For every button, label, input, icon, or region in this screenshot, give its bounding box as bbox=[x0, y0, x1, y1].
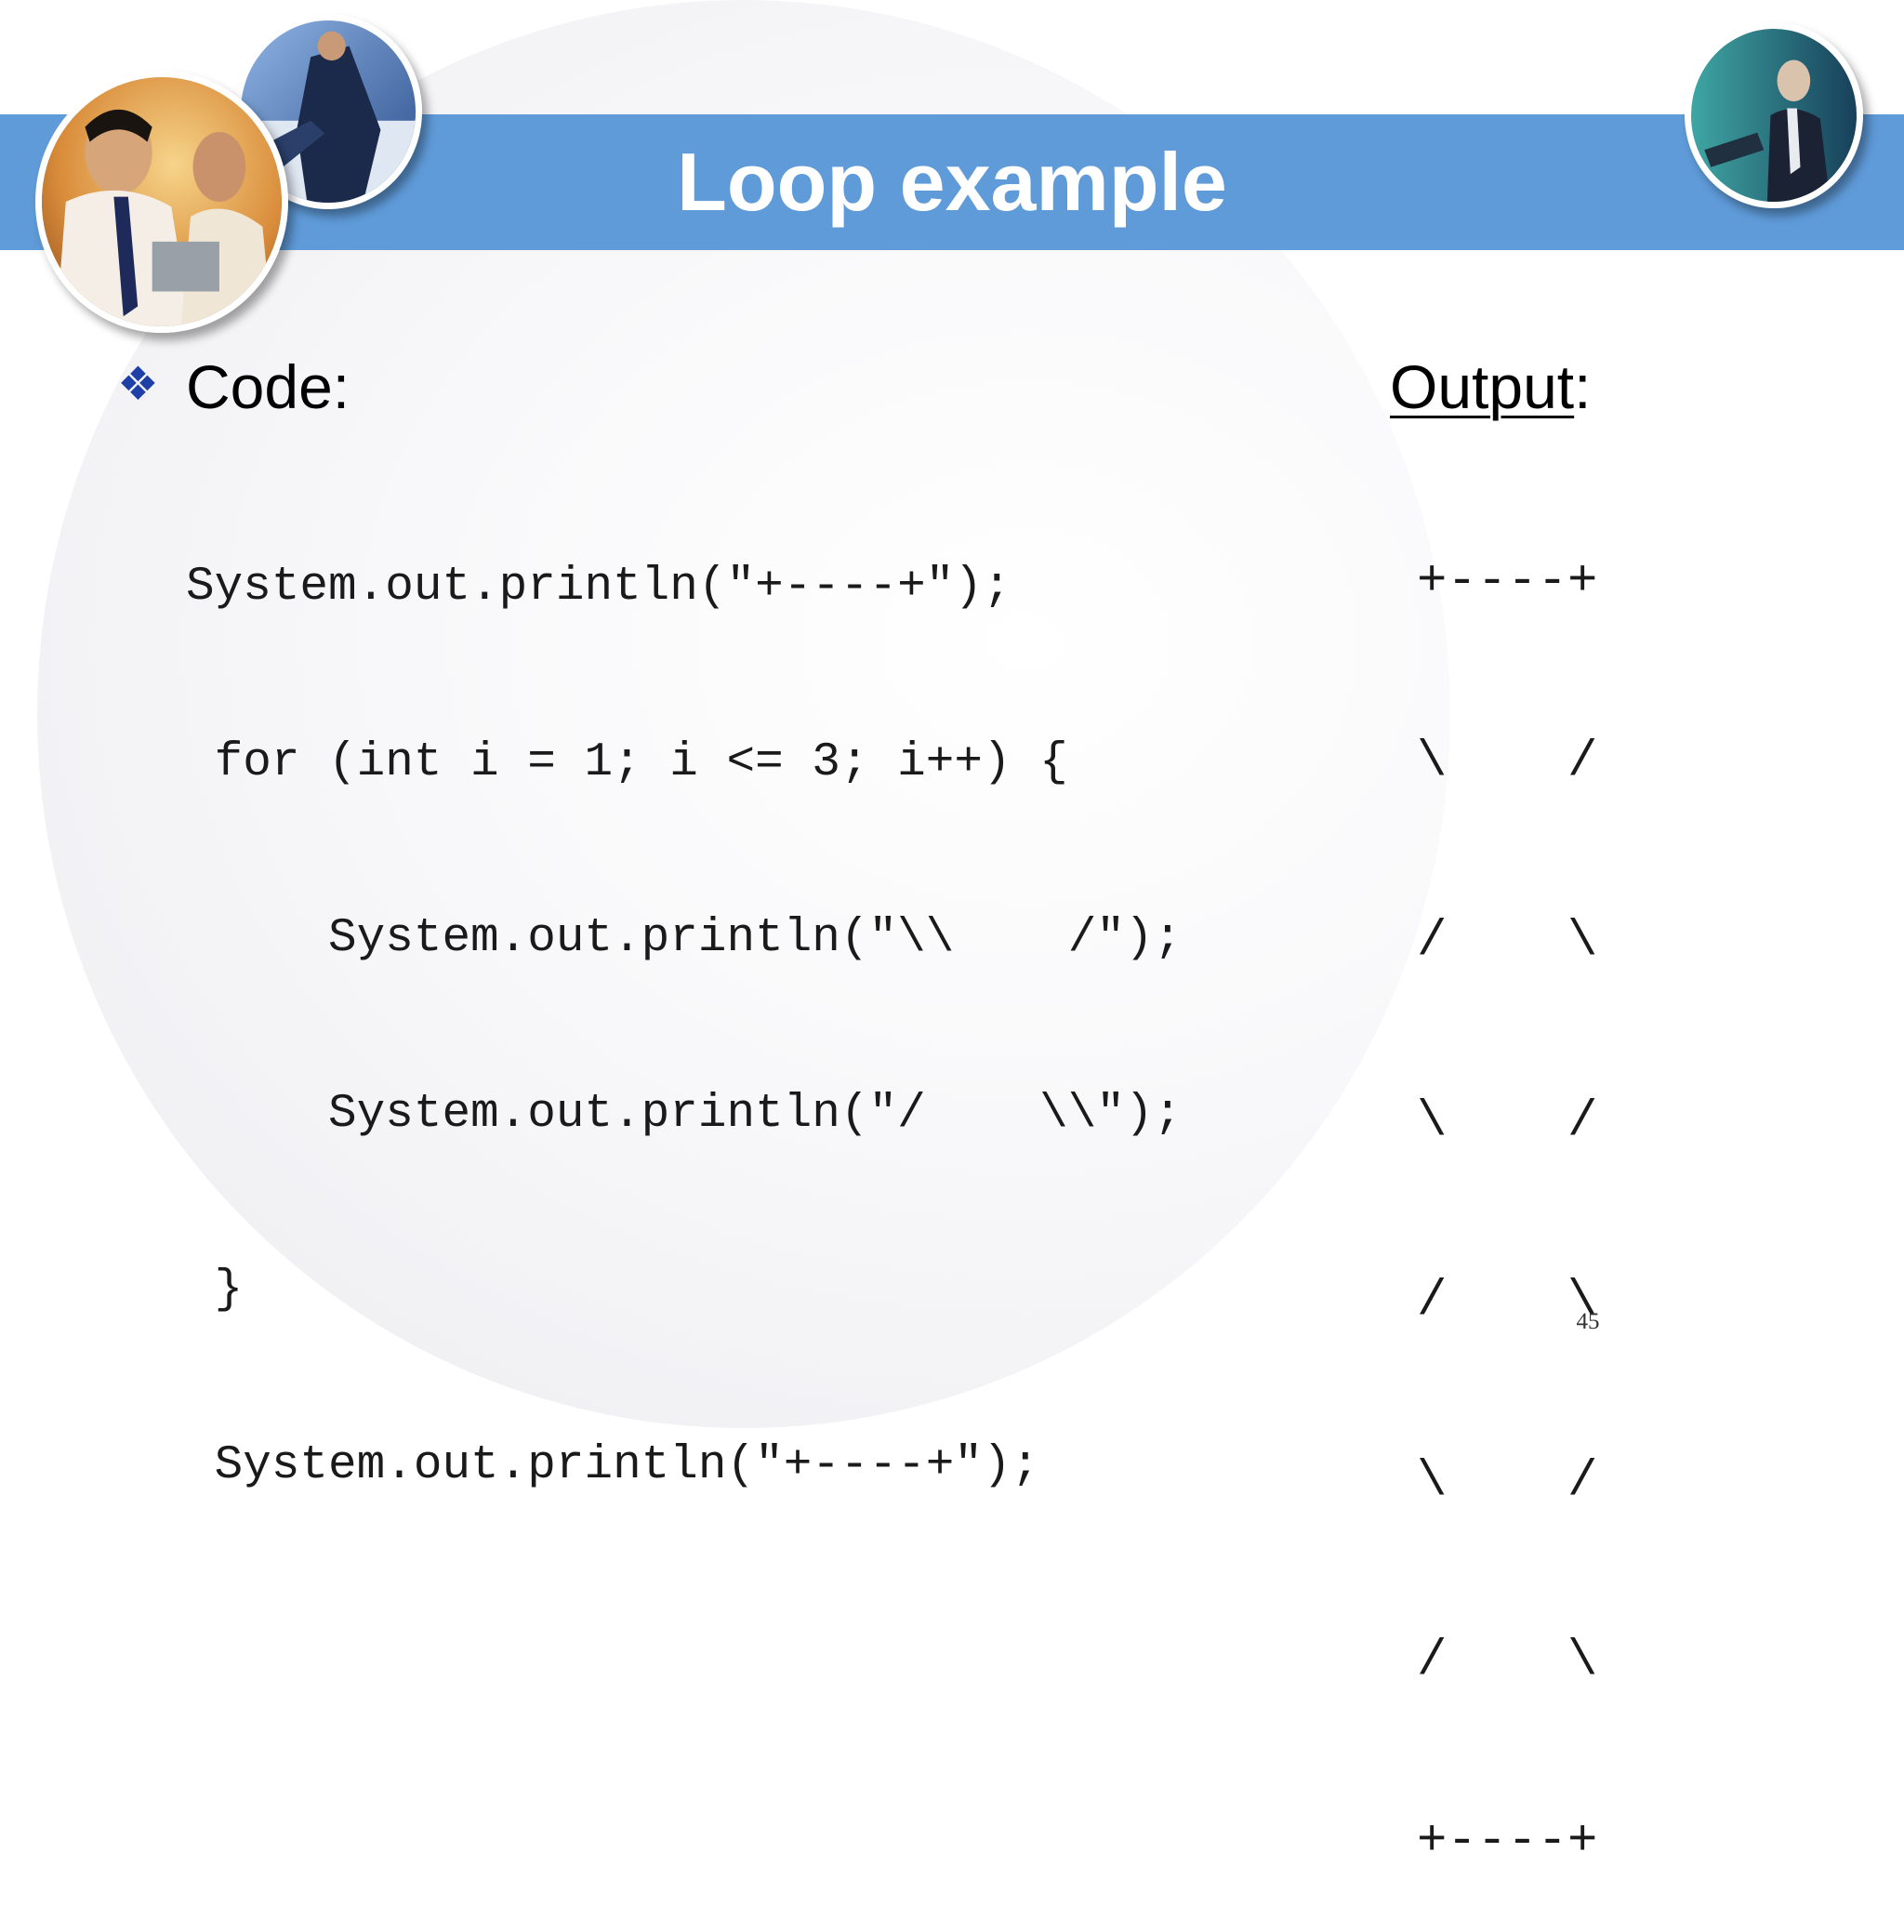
output-heading: Output: bbox=[1390, 350, 1591, 424]
code-line: for (int i = 1; i <= 3; i++) { bbox=[186, 736, 1068, 789]
output-line: \ / bbox=[1417, 1092, 1598, 1150]
output-heading-label: Output bbox=[1390, 352, 1575, 421]
output-line: +----+ bbox=[1417, 1812, 1598, 1870]
output-line: / \ bbox=[1417, 913, 1598, 970]
code-line: System.out.println("+----+"); bbox=[186, 1439, 1040, 1492]
team-photo bbox=[35, 71, 288, 333]
code-listing: System.out.println("+----+"); for (int i… bbox=[186, 441, 1182, 1554]
output-listing: +----+ \ / / \ \ / / \ \ / / \ +----+ bbox=[1417, 432, 1597, 1932]
output-line: / \ bbox=[1417, 1273, 1598, 1330]
code-line: System.out.println("+----+"); bbox=[186, 561, 1012, 614]
four-diamond-bullet-icon: ❖ bbox=[117, 358, 159, 410]
output-line: \ / bbox=[1417, 733, 1598, 790]
output-line: / \ bbox=[1417, 1633, 1598, 1689]
output-line: \ / bbox=[1417, 1452, 1598, 1510]
output-line: +----+ bbox=[1417, 553, 1598, 610]
meeting-photo bbox=[1685, 22, 1863, 208]
page-number: 45 bbox=[1576, 1309, 1600, 1334]
output-heading-colon: : bbox=[1574, 352, 1592, 421]
code-line: } bbox=[186, 1264, 244, 1317]
code-line: System.out.println("\\ /"); bbox=[186, 912, 1183, 965]
code-line: System.out.println("/ \\"); bbox=[186, 1088, 1183, 1141]
code-heading: Code: bbox=[186, 352, 350, 421]
slide-title: Loop example bbox=[677, 136, 1227, 228]
